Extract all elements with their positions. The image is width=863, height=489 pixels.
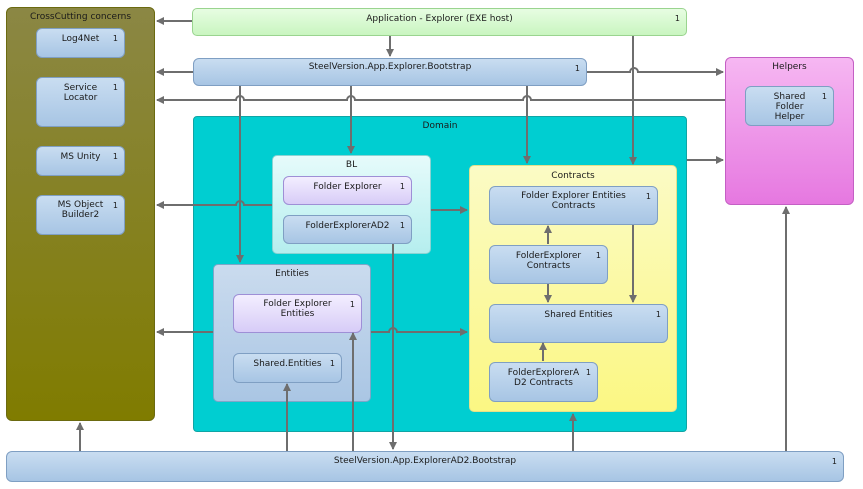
- node-label: Shared.Entities: [253, 359, 322, 369]
- node-label: Folder Explorer Entities: [263, 299, 332, 319]
- contracts-title: Contracts: [551, 171, 595, 181]
- arrow: [587, 67, 724, 76]
- node-label: FolderExplorerAD2: [305, 221, 390, 231]
- helpers-title: Helpers: [772, 62, 807, 72]
- crosscutting-container: CrossCutting concerns Log4Net 1 Service …: [6, 7, 155, 421]
- entities-title: Entities: [275, 269, 309, 279]
- ms-object-builder-node[interactable]: MS Object Builder2 1: [36, 195, 125, 235]
- explorer-ad2-bootstrap-node[interactable]: SteelVersion.App.ExplorerAD2.Bootstrap 1: [6, 451, 844, 482]
- folder-explorer-entities-node[interactable]: Folder Explorer Entities 1: [233, 294, 362, 333]
- node-count: 1: [112, 152, 118, 161]
- node-label: Service Locator: [63, 83, 98, 103]
- log4net-node[interactable]: Log4Net 1: [36, 28, 125, 58]
- shared-entities-contracts-node[interactable]: Shared Entities 1: [489, 304, 668, 343]
- node-count: 1: [674, 14, 680, 23]
- node-count: 1: [655, 310, 661, 319]
- folder-explorer-entities-contracts-node[interactable]: Folder Explorer Entities Contracts 1: [489, 186, 658, 225]
- arrow: [371, 327, 468, 336]
- folder-explorer-contracts-node[interactable]: FolderExplorer Contracts 1: [489, 245, 608, 284]
- node-count: 1: [831, 457, 837, 466]
- node-count: 1: [585, 368, 591, 377]
- node-count: 1: [399, 221, 405, 230]
- node-count: 1: [112, 83, 118, 92]
- helpers-container: Helpers Shared Folder Helper 1: [725, 57, 854, 205]
- node-label: Folder Explorer: [313, 182, 382, 192]
- crosscutting-title: CrossCutting concerns: [29, 12, 132, 22]
- node-label: MS Object Builder2: [57, 200, 104, 220]
- node-count: 1: [349, 300, 355, 309]
- shared-entities-node[interactable]: Shared.Entities 1: [233, 353, 342, 383]
- node-count: 1: [645, 192, 651, 201]
- service-locator-node[interactable]: Service Locator 1: [36, 77, 125, 127]
- node-label: Folder Explorer Entities Contracts: [521, 191, 626, 211]
- node-label: Log4Net: [61, 34, 100, 44]
- contracts-container: Contracts Folder Explorer Entities Contr…: [469, 165, 677, 412]
- node-count: 1: [574, 64, 580, 73]
- folder-explorer-ad2-node[interactable]: FolderExplorerAD2 1: [283, 215, 412, 244]
- node-count: 1: [112, 201, 118, 210]
- domain-title: Domain: [422, 121, 458, 131]
- folder-explorer-node[interactable]: Folder Explorer 1: [283, 176, 412, 205]
- node-label: Shared Entities: [544, 310, 613, 320]
- application-explorer-node[interactable]: Application - Explorer (EXE host) 1: [192, 8, 687, 36]
- ms-unity-node[interactable]: MS Unity 1: [36, 146, 125, 176]
- node-count: 1: [595, 251, 601, 260]
- node-label: MS Unity: [60, 152, 101, 162]
- explorer-bootstrap-node[interactable]: SteelVersion.App.Explorer.Bootstrap 1: [193, 58, 587, 86]
- arrow: [156, 95, 725, 104]
- node-label: Shared Folder Helper: [773, 92, 806, 122]
- bl-container: BL Folder Explorer 1 FolderExplorerAD2 1: [272, 155, 431, 254]
- bl-title: BL: [345, 160, 358, 170]
- node-count: 1: [399, 182, 405, 191]
- shared-folder-helper-node[interactable]: Shared Folder Helper 1: [745, 86, 834, 126]
- node-label: Application - Explorer (EXE host): [366, 14, 513, 24]
- node-label: FolderExplorerA D2 Contracts: [507, 368, 580, 388]
- folder-explorer-ad2-contracts-node[interactable]: FolderExplorerA D2 Contracts 1: [489, 362, 598, 402]
- arrow: [156, 200, 272, 209]
- node-label: SteelVersion.App.Explorer.Bootstrap: [308, 62, 472, 72]
- node-label: SteelVersion.App.ExplorerAD2.Bootstrap: [333, 456, 517, 466]
- entities-container: Entities Folder Explorer Entities 1 Shar…: [213, 264, 371, 402]
- node-count: 1: [112, 34, 118, 43]
- node-label: FolderExplorer Contracts: [515, 251, 582, 271]
- node-count: 1: [329, 359, 335, 368]
- node-count: 1: [821, 92, 827, 101]
